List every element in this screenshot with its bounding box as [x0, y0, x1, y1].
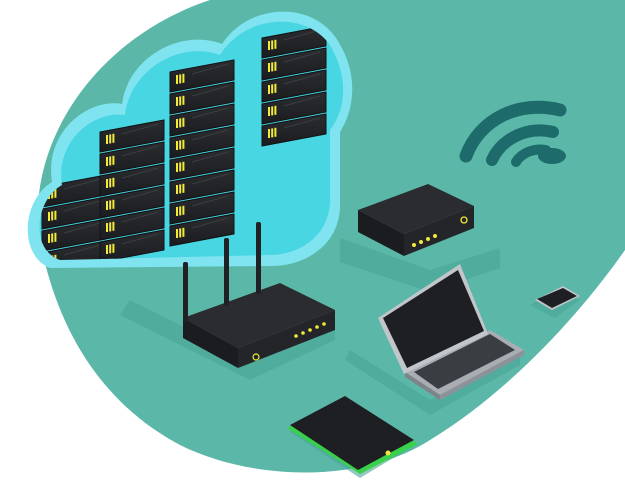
- modem-leds: [412, 216, 468, 247]
- server-led: [109, 156, 112, 166]
- server-rack: [261, 25, 327, 147]
- server-led: [182, 117, 185, 127]
- server-led: [182, 183, 185, 193]
- server-led: [176, 97, 178, 106]
- server-led: [271, 40, 274, 50]
- server-led: [54, 254, 57, 260]
- server-led: [106, 179, 108, 188]
- router-leds: [252, 322, 326, 361]
- server-led: [51, 189, 54, 199]
- server-led: [179, 74, 182, 84]
- server-led: [109, 222, 112, 232]
- server-led: [106, 201, 108, 210]
- server-led: [182, 161, 185, 171]
- server-led: [274, 83, 277, 93]
- server-led: [54, 188, 57, 198]
- server-led: [112, 155, 115, 165]
- server-led: [179, 228, 182, 238]
- server-led: [179, 140, 182, 150]
- server-led: [271, 84, 274, 94]
- server-led: [182, 73, 185, 83]
- server-led: [51, 211, 54, 221]
- smartphone-icon: [530, 286, 580, 318]
- server-led: [182, 95, 185, 105]
- server-led: [179, 96, 182, 106]
- server-led: [268, 129, 270, 138]
- server-rack: [41, 174, 107, 260]
- server-led: [271, 62, 274, 72]
- server-led: [271, 128, 274, 138]
- server-led: [106, 245, 108, 254]
- server-led: [112, 177, 115, 187]
- server-led: [48, 212, 50, 221]
- server-led: [268, 85, 270, 94]
- server-led: [176, 119, 178, 128]
- server-led: [268, 41, 270, 50]
- server-led: [112, 221, 115, 231]
- server-led: [176, 185, 178, 194]
- server-led: [274, 127, 277, 137]
- server-led: [271, 106, 274, 116]
- server-led: [176, 163, 178, 172]
- server-led: [106, 223, 108, 232]
- server-led: [176, 141, 178, 150]
- server-led: [109, 178, 112, 188]
- server-led: [112, 199, 115, 209]
- laptop-icon: [345, 264, 524, 415]
- tablet-icon: [287, 396, 418, 478]
- server-led: [274, 105, 277, 115]
- server-led: [176, 229, 178, 238]
- server-rack: [99, 119, 165, 260]
- server-led: [268, 107, 270, 116]
- server-led: [48, 234, 50, 243]
- server-led: [112, 243, 115, 253]
- server-led: [274, 39, 277, 49]
- server-led: [109, 134, 112, 144]
- server-led: [54, 232, 57, 242]
- server-led: [274, 61, 277, 71]
- server-rack: [169, 59, 235, 247]
- server-led: [106, 135, 108, 144]
- server-led: [51, 233, 54, 243]
- server-led: [182, 205, 185, 215]
- server-led: [176, 75, 178, 84]
- server-led: [109, 200, 112, 210]
- wifi-icon: [459, 100, 567, 167]
- server-led: [176, 207, 178, 216]
- router-antennas: [183, 222, 261, 322]
- server-led: [268, 63, 270, 72]
- server-cloud-icon: [27, 11, 353, 268]
- server-led: [179, 206, 182, 216]
- wireless-router-icon: [120, 222, 335, 380]
- server-led: [182, 139, 185, 149]
- server-led: [54, 210, 57, 220]
- server-led: [106, 157, 108, 166]
- server-led: [179, 162, 182, 172]
- server-led: [179, 184, 182, 194]
- server-led: [109, 244, 112, 254]
- server-led: [179, 118, 182, 128]
- server-led: [182, 227, 185, 237]
- server-led: [112, 133, 115, 143]
